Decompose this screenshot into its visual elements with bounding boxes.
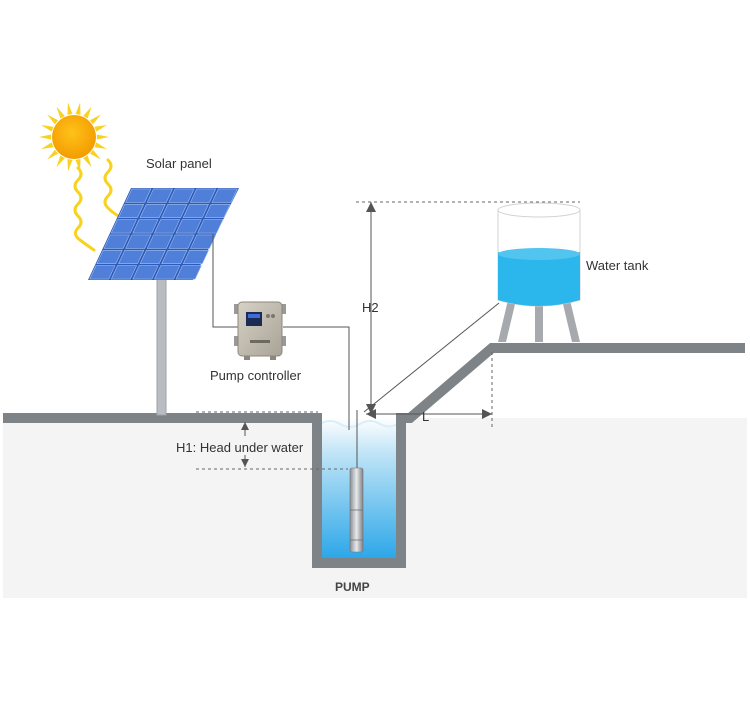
panel-cell bbox=[146, 234, 174, 249]
panel-cell bbox=[190, 234, 217, 249]
h1-label: H1: Head under water bbox=[176, 440, 304, 455]
panel-cell bbox=[139, 204, 166, 218]
sun-ray-2 bbox=[73, 166, 96, 252]
h2-label: H2 bbox=[362, 300, 379, 315]
panel-cell bbox=[154, 265, 181, 280]
sun-ray-spike bbox=[75, 102, 81, 115]
sun-ray-spike bbox=[96, 134, 109, 140]
water-surface bbox=[319, 420, 399, 428]
sun-ray-spike bbox=[56, 106, 65, 119]
water-tank-label: Water tank bbox=[586, 258, 649, 273]
panel-cell bbox=[189, 188, 217, 203]
panel-cell bbox=[139, 250, 166, 265]
l-dimension bbox=[366, 352, 493, 428]
sun-ray-spike bbox=[94, 125, 107, 132]
sun-ray-spike bbox=[56, 155, 65, 168]
pump-label: PUMP bbox=[335, 580, 370, 594]
panel-cell bbox=[175, 265, 202, 280]
sun-ray-spike bbox=[83, 155, 92, 168]
solar-panel bbox=[88, 188, 239, 280]
ground-line bbox=[3, 343, 745, 568]
panel-cell bbox=[204, 204, 231, 218]
panel-cell bbox=[103, 234, 130, 249]
h2-dimension bbox=[356, 201, 580, 414]
panel-cell bbox=[168, 234, 195, 249]
delivery-pipe bbox=[363, 302, 500, 413]
panel-cell bbox=[96, 250, 123, 265]
panel-cell bbox=[117, 204, 145, 218]
sun-ray-spike bbox=[67, 159, 73, 172]
sun-ray-spike bbox=[83, 106, 92, 119]
pump-controller bbox=[234, 301, 286, 360]
pump-controller-label: Pump controller bbox=[210, 368, 302, 383]
wire-controller-pump bbox=[283, 326, 350, 430]
panel-cell bbox=[132, 265, 159, 280]
sun-ray-spike bbox=[67, 102, 73, 115]
panel-cell bbox=[161, 204, 188, 218]
sun-ray-spike bbox=[94, 142, 107, 149]
sun-ray-spike bbox=[47, 149, 59, 160]
solar-panel-label: Solar panel bbox=[146, 156, 212, 171]
panel-cell bbox=[125, 188, 152, 203]
sun-ray-spike bbox=[39, 134, 52, 140]
panel-cell bbox=[153, 219, 181, 234]
panel-cell bbox=[146, 188, 173, 203]
panel-cell bbox=[125, 234, 152, 249]
panel-cell bbox=[182, 250, 210, 265]
l-label: L bbox=[422, 409, 429, 424]
panel-cell bbox=[132, 219, 159, 234]
water-tank bbox=[497, 202, 581, 342]
sun-ray-spike bbox=[89, 114, 101, 125]
panel-cell bbox=[89, 265, 116, 280]
sun-ray-spike bbox=[41, 142, 54, 149]
panel-cell bbox=[197, 219, 224, 234]
submersible-pump bbox=[349, 467, 364, 553]
panel-cell bbox=[161, 250, 188, 265]
wire-panel-controller bbox=[212, 234, 238, 328]
panel-cell bbox=[110, 219, 137, 234]
panel-cell bbox=[175, 219, 202, 234]
sun-ray-spike bbox=[47, 114, 59, 125]
panel-cell bbox=[118, 250, 145, 265]
h1-dimension bbox=[196, 411, 348, 470]
sun-ray-spike bbox=[41, 125, 54, 132]
panel-cell bbox=[110, 265, 138, 280]
sun-ray-spike bbox=[89, 149, 101, 160]
panel-cell bbox=[182, 204, 209, 218]
sun-icon bbox=[39, 102, 109, 172]
panel-cell bbox=[168, 188, 195, 203]
panel-pole bbox=[156, 277, 167, 416]
panel-cell bbox=[211, 188, 238, 203]
